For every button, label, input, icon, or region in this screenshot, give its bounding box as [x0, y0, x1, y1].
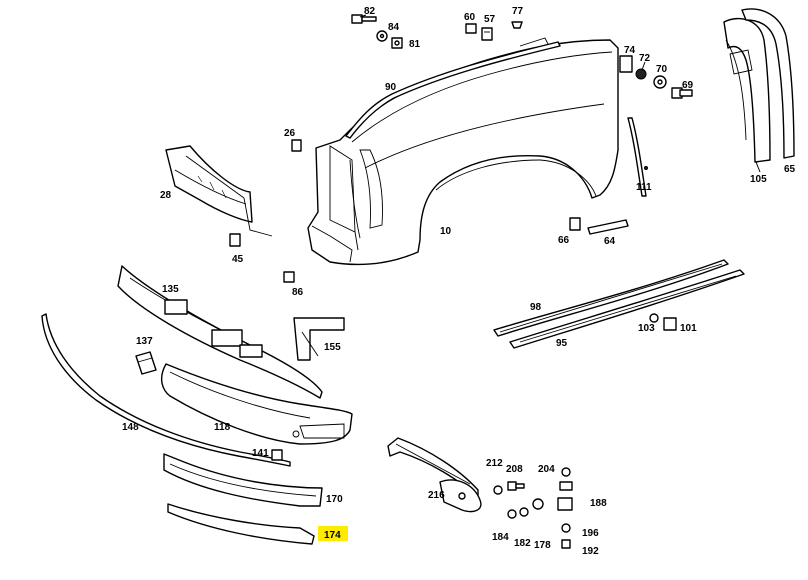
label-182: 182 [514, 538, 531, 549]
label-216: 216 [428, 490, 445, 501]
label-81: 81 [409, 39, 421, 50]
bumper-bracket-part[interactable] [293, 317, 345, 361]
jack-bracket-part[interactable] [387, 437, 482, 513]
label-148: 148 [122, 422, 139, 433]
mount-bracket-part[interactable] [229, 233, 241, 247]
label-60: 60 [464, 12, 476, 23]
flat-washer-part[interactable] [653, 75, 667, 89]
label-98: 98 [530, 302, 542, 313]
label-103: 103 [638, 323, 655, 334]
label-74: 74 [624, 45, 636, 56]
label-72: 72 [639, 53, 651, 64]
bracket-part[interactable] [619, 55, 633, 73]
label-10: 10 [440, 226, 452, 237]
inner-clip-part[interactable] [291, 139, 302, 152]
label-208: 208 [506, 464, 523, 475]
fender-grommet-part[interactable] [511, 21, 523, 29]
bumper-part[interactable] [160, 363, 353, 445]
bolt-178-part[interactable] [532, 498, 544, 510]
washer-212-part[interactable] [493, 485, 503, 495]
label-137: 137 [136, 336, 153, 347]
label-212: 212 [486, 458, 503, 469]
label-111: 111 [636, 182, 652, 193]
label-90: 90 [385, 82, 397, 93]
label-170: 170 [326, 494, 343, 505]
washer-184-part[interactable] [507, 509, 517, 519]
emblem-plate-part[interactable] [587, 219, 629, 235]
label-95: 95 [556, 338, 568, 349]
sill-molding-95-part[interactable] [509, 269, 745, 349]
fender-seal-part[interactable] [723, 8, 795, 163]
label-196: 196 [582, 528, 599, 539]
label-26: 26 [284, 128, 296, 139]
label-135: 135 [162, 284, 179, 295]
nut-part[interactable] [635, 68, 647, 80]
label-155: 155 [324, 342, 341, 353]
lower-rubber-strip-part[interactable] [167, 503, 315, 545]
label-77: 77 [512, 6, 524, 17]
sill-clip-103-part[interactable] [649, 313, 659, 323]
lower-bumper-trim-part[interactable] [163, 453, 323, 507]
label-84: 84 [388, 22, 400, 33]
label-118: 118 [214, 422, 231, 433]
label-101: 101 [680, 323, 697, 334]
label-105: 105 [750, 174, 767, 185]
nut-182-part[interactable] [519, 507, 529, 517]
label-66: 66 [558, 235, 570, 246]
label-86: 86 [292, 287, 304, 298]
washer-196-part[interactable] [561, 523, 571, 533]
label-64: 64 [604, 236, 616, 247]
label-192: 192 [582, 546, 599, 557]
label-174-highlight [318, 526, 348, 541]
bumper-guard-part[interactable] [135, 351, 157, 375]
label-178: 178 [534, 540, 551, 551]
fender-nut-part[interactable] [465, 23, 477, 34]
bumper-bar-part[interactable] [117, 265, 323, 399]
label-70: 70 [656, 64, 668, 75]
fender-clip-66-part[interactable] [569, 217, 581, 231]
label-82: 82 [364, 6, 376, 17]
small-clip-part[interactable] [283, 271, 295, 283]
label-174: 174 [324, 530, 341, 541]
spacer-188-part[interactable] [557, 497, 573, 511]
bolt-192-part[interactable] [561, 539, 571, 549]
nut-204-part[interactable] [559, 467, 573, 491]
inner-panel-part[interactable] [165, 145, 273, 237]
washer-part[interactable] [376, 30, 388, 42]
label-65: 65 [784, 164, 796, 175]
label-69: 69 [682, 80, 694, 91]
label-28: 28 [160, 190, 172, 201]
bolt-208-part[interactable] [507, 481, 525, 491]
bolt-part[interactable] [351, 14, 377, 24]
fender-trim-strip-part[interactable] [627, 117, 648, 197]
fender-part[interactable] [307, 39, 619, 266]
label-184: 184 [492, 532, 509, 543]
sill-clip-101-part[interactable] [663, 317, 677, 331]
strip-clip-part[interactable] [271, 449, 283, 461]
fender-molding-strip-part[interactable] [345, 37, 561, 139]
clip-nut-part[interactable] [391, 37, 403, 49]
label-188: 188 [590, 498, 607, 509]
label-141: 141 [252, 448, 269, 459]
label-45: 45 [232, 254, 244, 265]
label-57: 57 [484, 14, 496, 25]
bumper-long-strip-part[interactable] [41, 313, 291, 467]
fender-clip-part[interactable] [481, 27, 493, 41]
hex-bolt-part[interactable] [671, 87, 693, 99]
label-204: 204 [538, 464, 555, 475]
sill-molding-98-part[interactable] [493, 259, 729, 337]
